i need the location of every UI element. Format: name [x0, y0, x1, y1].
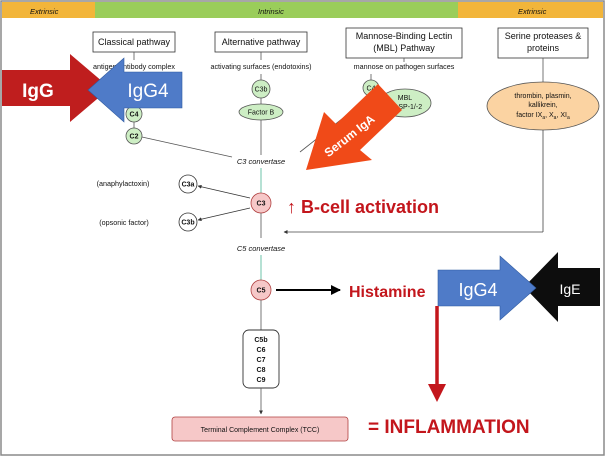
mac-c8: C8 [257, 367, 266, 374]
c5-label: C5 [257, 288, 266, 295]
intrinsic-band [95, 2, 458, 18]
tcc-label: Terminal Complement Complex (TCC) [201, 427, 320, 434]
igg-arrow: IgG [2, 54, 110, 122]
mbl-pathway-label-line1: Mannose-Binding Lectin [356, 31, 453, 41]
igg-label: IgG [22, 81, 54, 102]
serine-proteins-line3: factor IXa, Xa, XIa [516, 112, 570, 121]
header-connectors [133, 52, 544, 82]
c4-mbl-label: C4 [367, 86, 376, 93]
extrinsic-right-label: Extrinsic [518, 7, 547, 16]
mbl-masp-label-line2: MASP-1/-2 [388, 104, 422, 111]
c2-label: C2 [130, 134, 139, 141]
extrinsic-left-label: Extrinsic [30, 7, 59, 16]
intrinsic-label: Intrinsic [258, 7, 284, 16]
mac-c9: C9 [257, 377, 266, 384]
c2-node [125, 127, 143, 145]
extrinsic-band-right [458, 2, 603, 18]
bcell-activation-text: ↑ B-cell activation [287, 197, 439, 217]
igg4-right-label: IgG4 [458, 280, 497, 300]
c3b-arrow [197, 207, 251, 222]
ige-arrow: IgE [524, 252, 600, 322]
anaphylactoxin-label: (anaphylactoxin) [97, 179, 150, 188]
serine-proteins-line1: thrombin, plasmin, [514, 93, 571, 100]
c3a-label: C3a [182, 182, 195, 189]
mbl-pathway-label-line2: (MBL) Pathway [373, 43, 435, 53]
classical-nodes: C4 C2 [125, 74, 143, 145]
opsonic-factor-label: (opsonic factor) [99, 218, 149, 227]
igg4-top-arrow: IgG4 [87, 57, 183, 123]
igg4-right-arrow: IgG4 [437, 255, 537, 321]
c5-convertase-label: C5 convertase [237, 244, 285, 253]
alternative-trigger: activating surfaces (endotoxins) [210, 62, 311, 71]
ige-label: IgE [559, 281, 580, 297]
mbl-masp-label-line1: MBL [398, 95, 413, 102]
serine-proteases-label-line2: proteins [527, 43, 560, 53]
mac-complex: C5b C6 C7 C8 C9 [242, 329, 280, 389]
mac-c7: C7 [257, 357, 266, 364]
extrinsic-band-left [2, 2, 95, 18]
c3b-node [178, 212, 198, 232]
c3-label: C3 [257, 201, 266, 208]
mac-c5b: C5b [254, 337, 267, 344]
c3a-node [178, 174, 198, 194]
inflammation-text: = INFLAMMATION [368, 417, 530, 438]
serine-connector [283, 130, 544, 234]
factor-b-label: Factor B [248, 110, 275, 117]
pathway-headers: Classical pathway Alternative pathway Ma… [92, 27, 589, 59]
c3b-label: C3b [181, 220, 194, 227]
histamine-text: Histamine [349, 284, 426, 301]
c3b-alternative-label: C3b [255, 87, 268, 94]
c4-classical-label: C4 [130, 112, 139, 119]
alternative-pathway-label: Alternative pathway [222, 37, 301, 47]
inflammation-down-arrow [428, 306, 446, 402]
alternative-nodes: C3b Factor B [238, 74, 284, 155]
serine-proteases-label-line1: Serine proteases & [505, 31, 582, 41]
category-band: Extrinsic Intrinsic Extrinsic [2, 2, 603, 18]
c3a-arrow [197, 184, 251, 199]
serine-proteins-node: thrombin, plasmin, kallikrein, factor IX… [486, 81, 600, 131]
serum-iga-arrow: Serum IgA [306, 84, 402, 170]
igg4-top-label: IgG4 [127, 81, 169, 102]
mbl-trigger: mannose on pathogen surfaces [354, 62, 455, 71]
mac-c6: C6 [257, 347, 266, 354]
classical-trigger: antigen-antibody complex [93, 62, 175, 71]
serine-proteases-box [497, 27, 589, 59]
tcc-box [171, 416, 349, 442]
classical-pathway-label: Classical pathway [98, 37, 171, 47]
serine-proteins-line2: kallikrein, [528, 102, 557, 109]
c3-convertase-label: C3 convertase [237, 157, 285, 166]
